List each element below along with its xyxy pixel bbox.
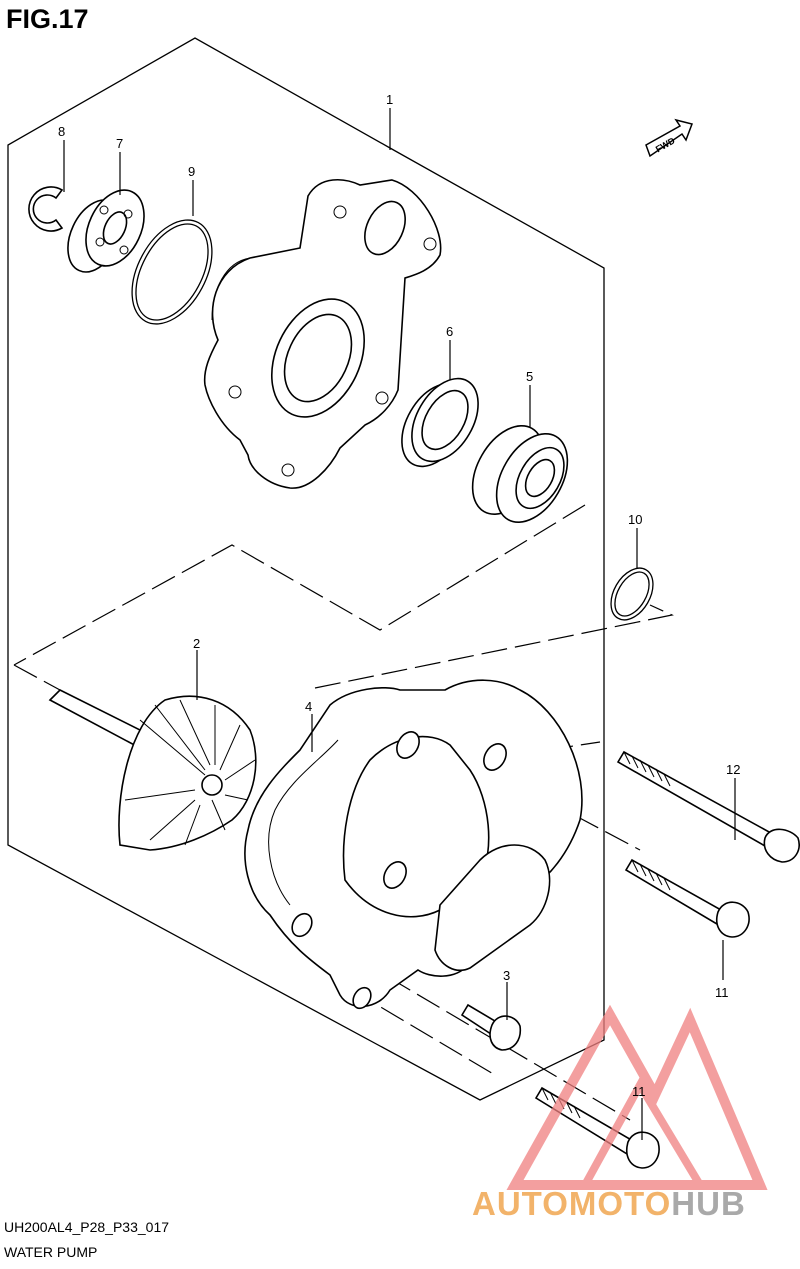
callout-11-upper: 11	[715, 985, 729, 1000]
callout-12: 12	[726, 762, 740, 777]
alignment-lines	[13, 504, 674, 1121]
fwd-arrow-icon: FWD	[645, 118, 693, 158]
small-o-ring-icon	[610, 567, 654, 621]
bearing-icon	[67, 189, 145, 273]
callout-8: 8	[58, 124, 65, 139]
callout-6: 6	[446, 324, 453, 339]
callout-11-lower: 11	[632, 1084, 646, 1099]
pump-cover-icon	[244, 679, 583, 1010]
callout-7: 7	[116, 136, 123, 151]
watermark-text: AUTOMOTOHUB	[472, 1185, 746, 1223]
oil-seal-icon	[401, 377, 479, 468]
callout-1: 1	[386, 92, 393, 107]
diagram-caption: WATER PUMP	[4, 1244, 98, 1260]
watermark-part2: HUB	[671, 1185, 746, 1222]
callout-9: 9	[188, 164, 195, 179]
assembly-outline	[7, 37, 605, 1101]
callout-5: 5	[526, 369, 533, 384]
long-bolt-icon	[616, 750, 800, 863]
pump-body-icon	[203, 178, 442, 489]
watermark-part1: AUTOMOTO	[472, 1185, 672, 1222]
bolt-icon	[624, 858, 750, 938]
impeller-shaft-icon	[48, 689, 257, 851]
figure-title: FIG.17	[6, 4, 89, 34]
e-clip-icon	[28, 186, 64, 232]
mechanical-seal-icon	[471, 425, 569, 523]
callout-10: 10	[628, 512, 642, 527]
callout-2: 2	[193, 636, 200, 651]
watermark-logo-icon	[506, 1004, 768, 1190]
diagram-code: UH200AL4_P28_P33_017	[4, 1219, 170, 1235]
callout-3: 3	[503, 968, 510, 983]
o-ring-icon	[131, 219, 213, 325]
callout-4: 4	[305, 699, 312, 714]
screw-icon	[460, 1003, 522, 1051]
leader-lines	[63, 108, 736, 1140]
